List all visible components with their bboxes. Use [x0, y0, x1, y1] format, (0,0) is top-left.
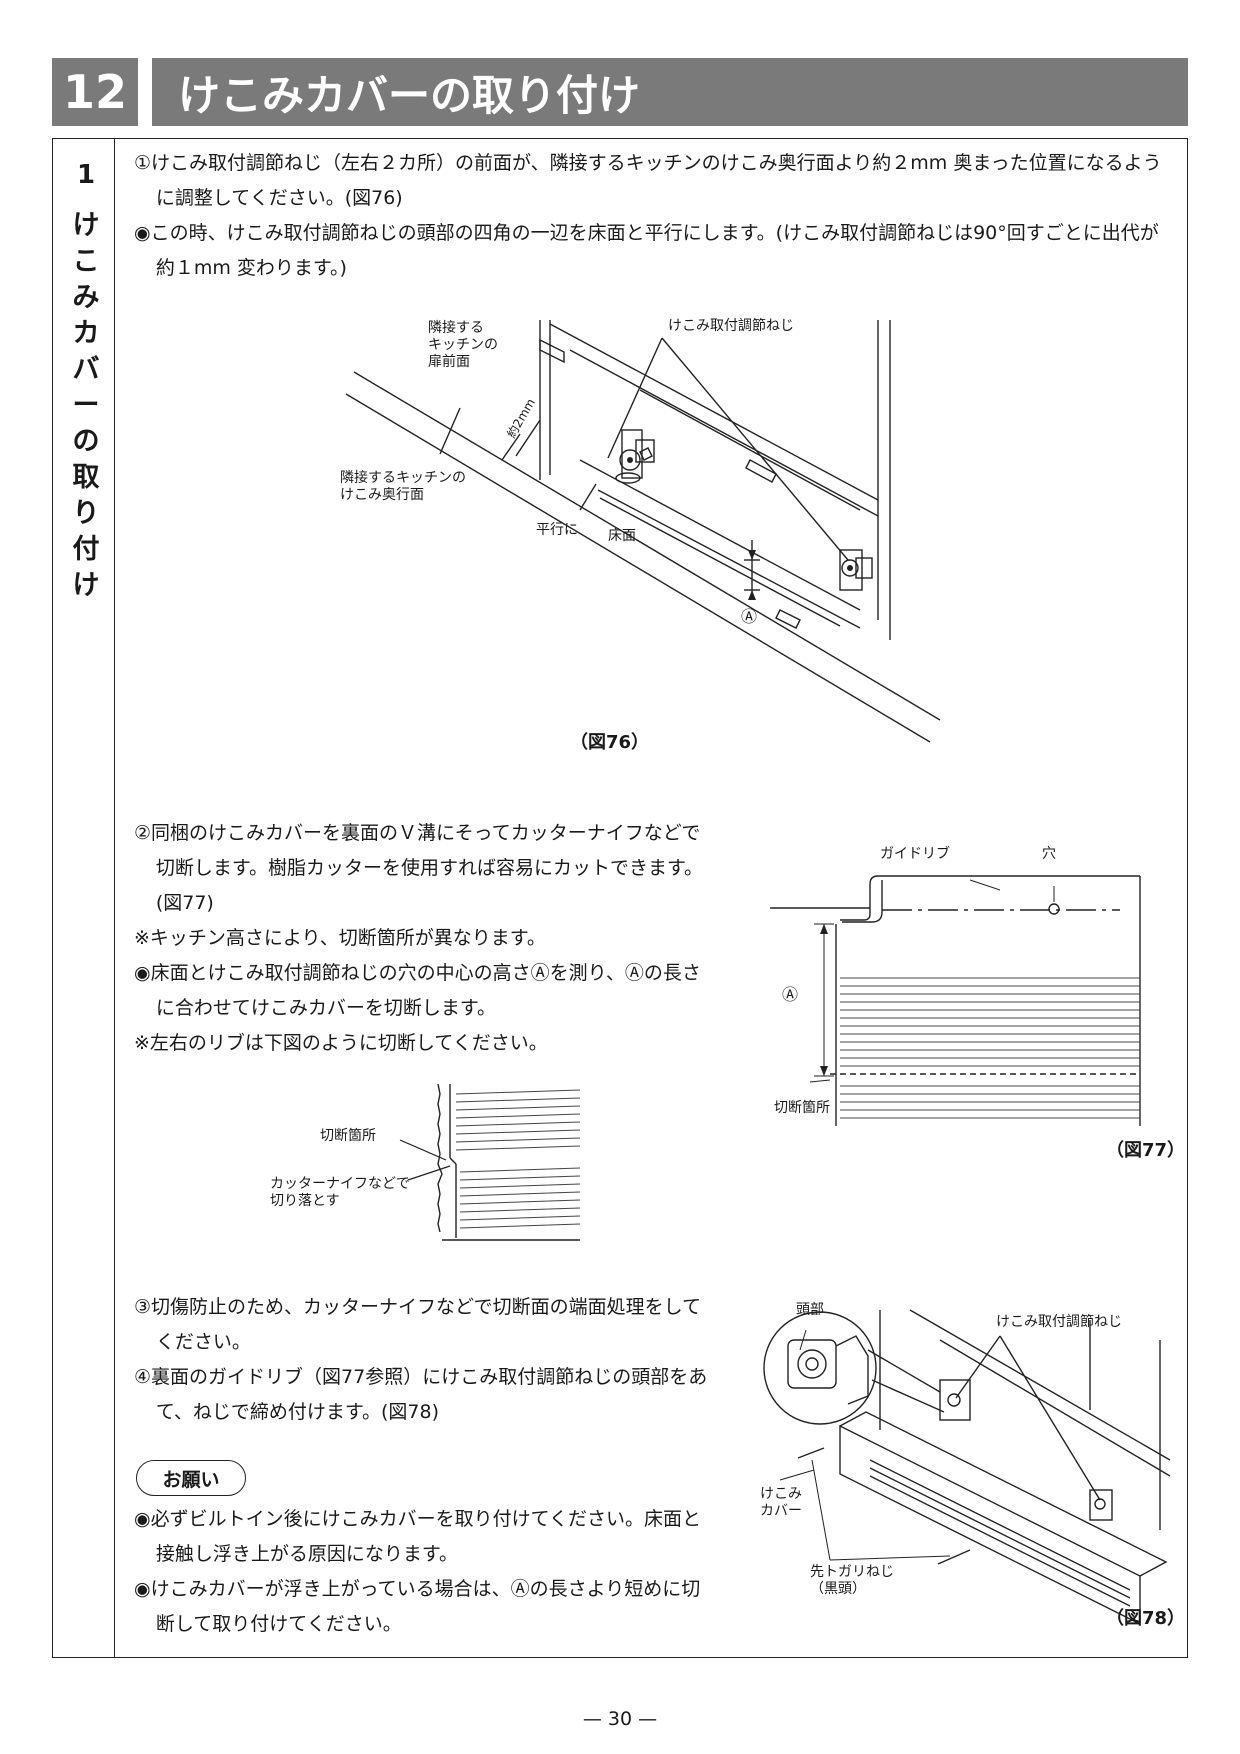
- fig77-label-rib: ガイドリブ: [880, 846, 950, 862]
- figure-76: 隣接する キッチンの 扉前面 けこみ取付調節ねじ 約2mm 隣接するキッチンの …: [340, 310, 960, 753]
- fig77-label-hole: 穴: [1042, 846, 1056, 862]
- step2-para-4: ※左右のリブは下図のように切断してください。: [134, 1032, 548, 1054]
- content-frame: [52, 138, 1188, 1658]
- rib-cut-drawing: [399, 1083, 581, 1241]
- rib-cut-figure: 切断箇所 カッターナイフなどで 切り落とす: [260, 1080, 590, 1250]
- step3-para-2: ④裏面のガイドリブ（図77参照）にけこみ取付調節ねじの頭部をあて、ねじで締め付け…: [134, 1366, 708, 1423]
- notice-text: ◉必ずビルトイン後にけこみカバーを取り付けてください。床面と接触し浮き上がる原因…: [134, 1502, 714, 1642]
- notice-para-1: ◉必ずビルトイン後にけこみカバーを取り付けてください。床面と接触し浮き上がる原因…: [134, 1508, 702, 1565]
- step3-para-1: ③切傷防止のため、カッターナイフなどで切断面の端面処理をしてください。: [134, 1296, 702, 1353]
- step2-para-3: ◉床面とけこみ取付調節ねじの穴の中心の高さⒶを測り、Ⓐの長さに合わせてけこみカバ…: [134, 962, 701, 1019]
- step3-text: ③切傷防止のため、カッターナイフなどで切断面の端面処理をしてください。 ④裏面の…: [134, 1290, 714, 1430]
- step1-para-1: ①けこみ取付調節ねじ（左右２カ所）の前面が、隣接するキッチンのけこみ奥行面より約…: [134, 152, 1162, 209]
- fig78-label-tapping: 先トガリねじ （黒頭）: [810, 1564, 894, 1597]
- fig77-caption: （図77）: [1106, 1140, 1186, 1161]
- step1-text: ①けこみ取付調節ねじ（左右２カ所）の前面が、隣接するキッチンのけこみ奥行面より約…: [134, 146, 1174, 286]
- figure-78-drawing: [763, 1309, 1171, 1626]
- figure-77-drawing: [770, 875, 1141, 1126]
- section-number: 12: [52, 58, 138, 126]
- fig76-label-a: Ⓐ: [741, 607, 758, 626]
- fig76-label-door: 隣接する キッチンの 扉前面: [428, 320, 498, 370]
- fig76-label-depth: 隣接するキッチンの けこみ奥行面: [340, 470, 466, 503]
- fig77-label-a: Ⓐ: [782, 985, 799, 1004]
- step2-text: ②同梱のけこみカバーを裏面のＶ溝にそってカッターナイフなどで切断します。樹脂カッ…: [134, 816, 714, 1061]
- figure-78: 頭部 けこみ取付調節ねじ けこみ カバー 先トガリねじ （黒頭） （図78）: [760, 1300, 1185, 1640]
- fig76-caption: （図76）: [570, 732, 650, 753]
- fig77-label-cut: 切断箇所: [774, 1100, 830, 1116]
- notice-para-2: ◉けこみカバーが浮き上がっている場合は、Ⓐの長さより短めに切断して取り付けてくだ…: [134, 1578, 701, 1635]
- step2-para-2: ※キッチン高さにより、切断箇所が異なります。: [134, 927, 546, 949]
- page-number: — 30 —: [582, 1708, 658, 1730]
- sidebar-divider: [114, 138, 115, 1658]
- fig76-label-parallel: 平行に: [536, 522, 578, 538]
- figure-77: ガイドリブ 穴 Ⓐ 切断箇所 （図77）: [770, 846, 1185, 1172]
- section-title: けこみカバーの取り付け: [152, 58, 1188, 126]
- fig78-label-head: 頭部: [796, 1302, 824, 1318]
- figure-76-drawing: [345, 320, 941, 743]
- fig78-label-screw: けこみ取付調節ねじ: [996, 1314, 1122, 1330]
- step-number: 1: [76, 160, 96, 190]
- step-title-vertical: けこみカバーの取り付け: [72, 210, 100, 601]
- step1-para-2: ◉この時、けこみ取付調節ねじの頭部の四角の一辺を床面と平行にします。(けこみ取付…: [134, 222, 1159, 279]
- fig78-label-cover: けこみ カバー: [760, 1486, 802, 1519]
- fig76-label-floor: 床面: [608, 528, 636, 544]
- notice-badge: お願い: [136, 1460, 246, 1496]
- fig78-caption: （図78）: [1106, 1608, 1186, 1629]
- rib-label-cut: 切断箇所: [320, 1128, 376, 1144]
- rib-label-knife: カッターナイフなどで 切り落とす: [270, 1176, 410, 1209]
- fig76-label-screw: けこみ取付調節ねじ: [668, 318, 794, 334]
- step2-para-1: ②同梱のけこみカバーを裏面のＶ溝にそってカッターナイフなどで切断します。樹脂カッ…: [134, 822, 704, 914]
